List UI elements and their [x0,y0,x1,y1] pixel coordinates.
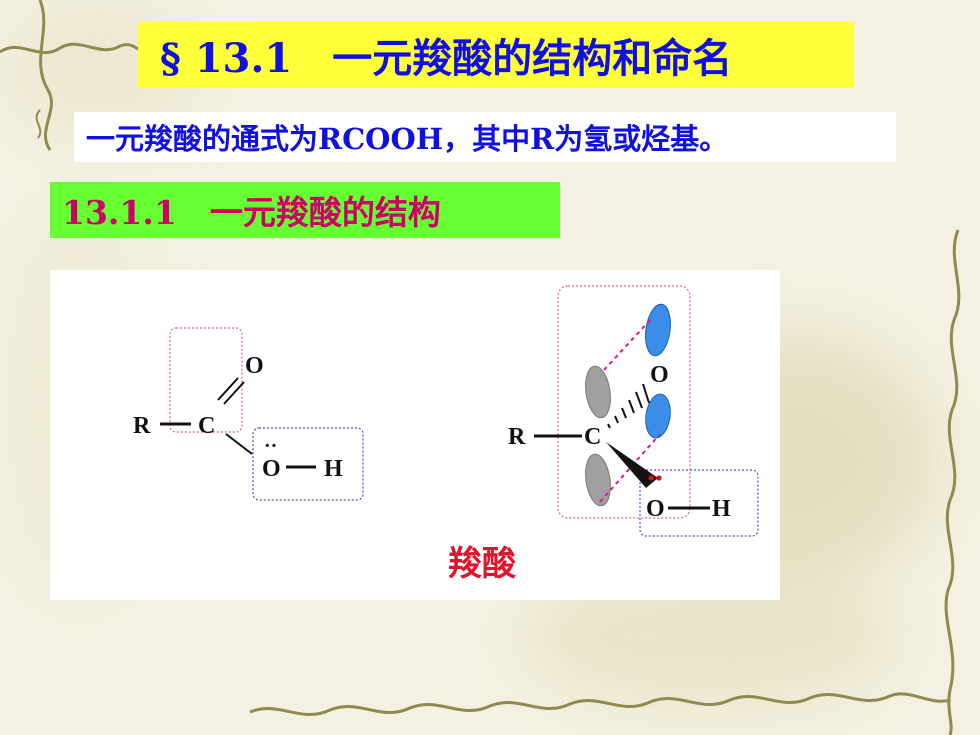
carboxylic-acid-caption: 羧酸 [448,544,516,584]
atom-h: H [712,496,731,522]
lone-pair-dot [648,475,654,481]
atom-o-hydroxyl: O [646,496,665,522]
pi-overlap-dash-bottom [599,433,661,503]
structure-diagram-panel: R C O ·· O H R C [50,270,780,600]
lone-pair-dot [656,475,662,481]
section-heading: 13.1.1 一元羧酸的结构 [50,182,560,238]
hashed-wedge-bond [607,383,650,429]
c-o-double-bond-1 [217,377,239,401]
p-orbital-lobe-gray-bottom [585,453,611,507]
carbonyl-orbital-box [557,285,691,519]
pi-overlap-dash-top [603,317,653,371]
p-orbital-lobe-gray-top [585,365,611,419]
carbonyl-group-box [169,327,243,433]
hydroxyl-group-box [639,469,759,537]
atom-h: H [324,456,343,482]
c-o-double-bond-2 [223,381,245,405]
atom-o-carbonyl: O [245,353,264,379]
atom-o-carbonyl: O [650,362,669,388]
atom-c: C [198,413,215,439]
hydroxyl-group-box [252,427,364,501]
atom-r: R [133,413,151,439]
p-orbital-lobe-blue-top [645,303,671,357]
lone-pair-dots: ·· [264,435,277,457]
atom-c: C [584,424,601,450]
atom-o-hydroxyl: O [262,456,281,482]
solid-wedge-bond [606,442,658,488]
general-formula-text: 一元羧酸的通式为RCOOH，其中R为氢或烃基。 [74,112,896,162]
left-carboxyl-structure: R C O ·· O H [133,327,364,501]
structure-diagram: R C O ·· O H R C [133,285,759,537]
atom-r: R [508,424,526,450]
slide-title: § 13.1 一元羧酸的结构和命名 [138,22,854,88]
right-orbital-structure: R C O O H [508,285,759,537]
p-orbital-lobe-blue-bottom [645,393,671,439]
c-o-single-bond [225,433,253,455]
